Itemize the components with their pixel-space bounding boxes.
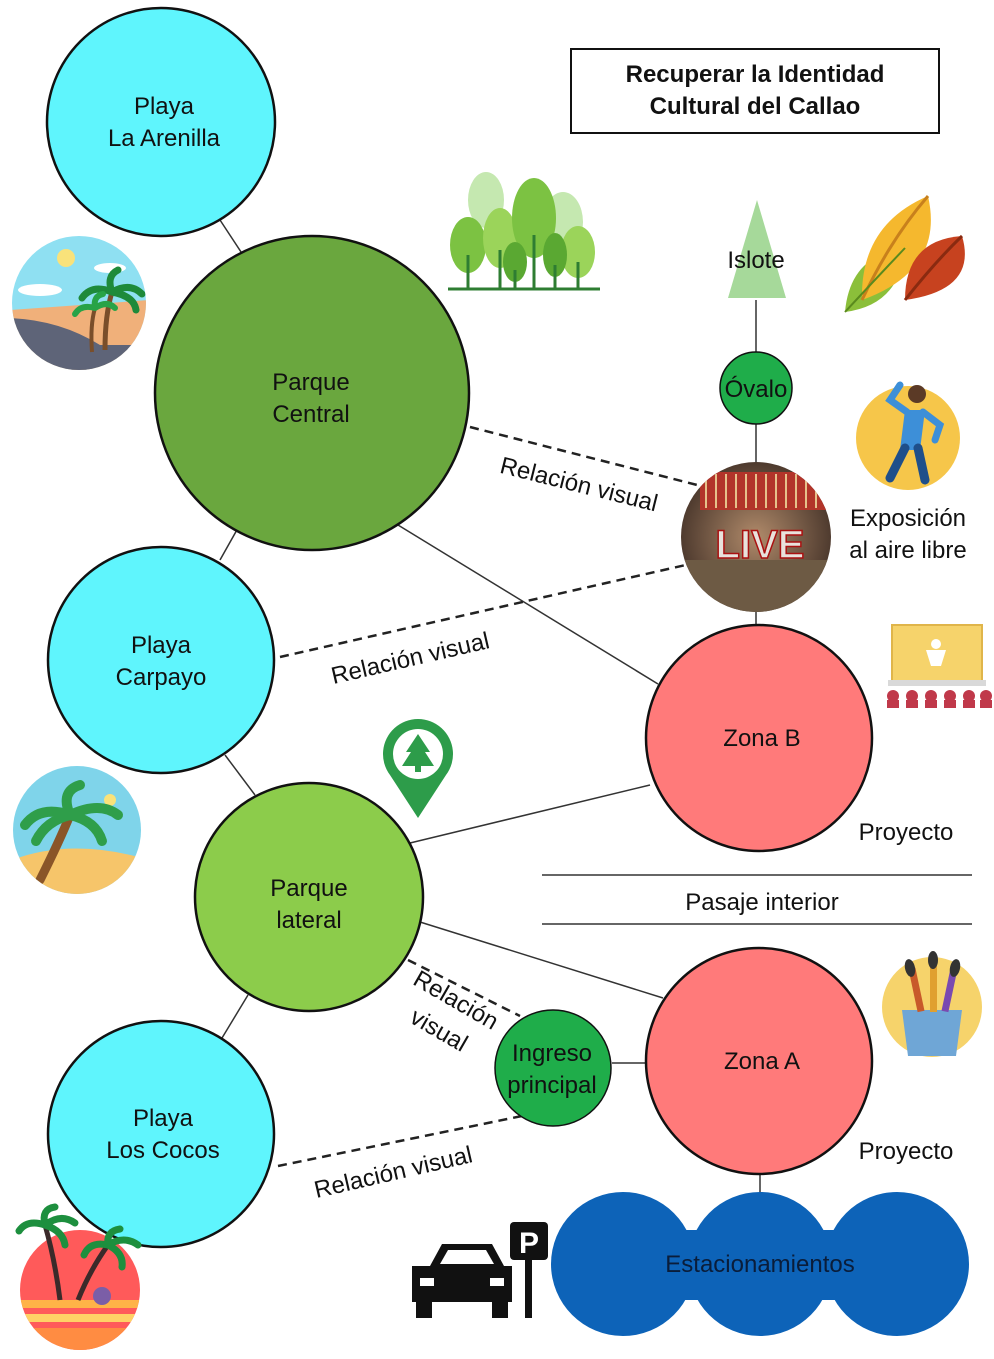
relation-label-central-exposicion: Relación visual xyxy=(497,452,660,517)
paint-brushes-icon xyxy=(882,951,982,1057)
beach-sun-palms-icon xyxy=(12,236,146,370)
relation-label-carpayo-exposicion: Relación visual xyxy=(329,627,492,690)
node-estacionamientos: Estacionamientos xyxy=(551,1192,969,1336)
autumn-leaves-icon xyxy=(844,195,965,313)
node-label-line1: Playa xyxy=(133,1105,194,1132)
node-playa-los-cocos: Playa Los Cocos xyxy=(46,1019,276,1249)
node-label-line1: Parque xyxy=(270,875,347,902)
node-label-line2: principal xyxy=(507,1072,596,1099)
title-box: Recuperar la Identidad Cultural del Call… xyxy=(570,48,940,134)
dashed-carpayo-exposicion xyxy=(279,562,691,659)
relation-label-cocos-ingreso: Relación visual xyxy=(312,1141,475,1204)
title-line1: Recuperar la Identidad xyxy=(625,61,885,88)
node-islote: Islote xyxy=(727,200,786,298)
edge-central-zonab xyxy=(397,524,659,685)
edge-central-carpayo xyxy=(219,527,239,561)
node-ovalo: Óvalo xyxy=(719,351,793,425)
title-line2: Cultural del Callao xyxy=(649,93,861,120)
node-label-line2: Carpayo xyxy=(116,664,207,691)
node-parque-central: Parque Central xyxy=(153,234,471,552)
node-playa-carpayo: Playa Carpayo xyxy=(46,545,276,775)
pasaje-label: Pasaje interior xyxy=(685,889,838,916)
node-zona-b: Zona B xyxy=(644,623,874,853)
node-label-line2: lateral xyxy=(276,907,341,934)
node-label: Óvalo xyxy=(725,376,788,403)
edge-lateral-zonab xyxy=(409,784,651,844)
node-label: Zona B xyxy=(723,725,800,752)
edge-lateral-zonaa xyxy=(419,921,664,999)
tree-location-pin-icon xyxy=(383,718,454,818)
exposicion-label-line2: al aire libre xyxy=(849,537,966,564)
node-exposicion-photo: LIVE xyxy=(681,462,831,612)
node-zona-a: Zona A xyxy=(644,946,874,1176)
palm-island-icon xyxy=(13,766,141,894)
sunset-palms-icon xyxy=(15,1203,142,1350)
node-label: Estacionamientos xyxy=(665,1251,854,1278)
node-label-line1: Playa xyxy=(131,632,192,659)
dashed-connectors xyxy=(277,425,706,1168)
dashed-lateral-ingreso xyxy=(407,958,521,1018)
node-label-line1: Parque xyxy=(272,369,349,396)
node-ingreso-principal: Ingreso principal xyxy=(494,1009,612,1127)
node-label-line2: Los Cocos xyxy=(106,1137,219,1164)
node-parque-lateral: Parque lateral xyxy=(193,781,425,1013)
node-label: Zona A xyxy=(724,1048,800,1075)
exposicion-label-line1: Exposición xyxy=(850,505,966,532)
dashed-central-exposicion xyxy=(469,425,706,489)
dashed-cocos-ingreso xyxy=(277,1114,523,1168)
zona-a-caption: Proyecto xyxy=(859,1138,954,1165)
dancer-icon xyxy=(856,381,960,490)
connectors xyxy=(219,219,972,1198)
node-playa-la-arenilla: Playa La Arenilla xyxy=(45,6,277,238)
node-label-line2: La Arenilla xyxy=(108,125,221,152)
exposicion-image-text: LIVE xyxy=(716,523,805,567)
node-label-line1: Ingreso xyxy=(512,1040,592,1067)
parking-sign-icon: P xyxy=(510,1222,548,1318)
zona-b-caption: Proyecto xyxy=(859,819,954,846)
node-label-line1: Playa xyxy=(134,93,195,120)
node-label: Islote xyxy=(727,247,784,274)
node-label-line2: Central xyxy=(272,401,349,428)
forest-icon xyxy=(448,172,600,291)
edge-carpayo-lateral xyxy=(224,754,256,796)
parking-sign-letter: P xyxy=(519,1227,539,1260)
car-icon xyxy=(412,1244,512,1318)
edge-lateral-cocos xyxy=(221,994,249,1039)
presentation-stage-icon xyxy=(887,624,992,708)
